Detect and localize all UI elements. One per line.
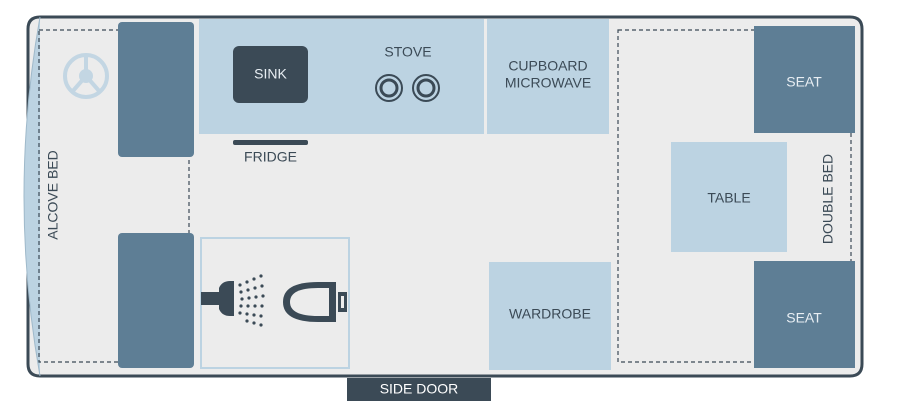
side-door	[347, 378, 491, 401]
seat-bottom-label: SEAT	[786, 310, 822, 326]
front-seat-bottom	[118, 233, 194, 368]
microwave-label: MICROWAVE	[505, 75, 591, 91]
shower-icon	[201, 274, 265, 327]
sink	[233, 46, 308, 103]
stove-label: STOVE	[384, 44, 431, 60]
wardrobe-label: WARDROBE	[509, 306, 591, 322]
double-bed-outline	[617, 29, 852, 363]
seat-top	[754, 26, 855, 133]
front-seat-top	[118, 22, 194, 157]
seat-bottom	[754, 261, 855, 368]
table-label: TABLE	[707, 190, 750, 206]
double-bed-label: DOUBLE BED	[820, 154, 836, 244]
cupboard-label: CUPBOARD	[508, 58, 587, 74]
stove-burner-icon	[375, 74, 440, 102]
alcove-bed-outline	[38, 29, 190, 363]
table	[671, 142, 787, 252]
side-door-label: SIDE DOOR	[380, 381, 459, 397]
wardrobe	[489, 262, 611, 370]
alcove-bed-label: ALCOVE BED	[45, 150, 61, 239]
steering-wheel-icon	[63, 53, 109, 99]
fridge-label: FRIDGE	[244, 149, 297, 165]
fridge	[233, 140, 308, 145]
sink-label: SINK	[254, 66, 287, 82]
cupboard-microwave	[487, 19, 609, 134]
toilet-icon	[283, 282, 347, 322]
seat-top-label: SEAT	[786, 74, 822, 90]
